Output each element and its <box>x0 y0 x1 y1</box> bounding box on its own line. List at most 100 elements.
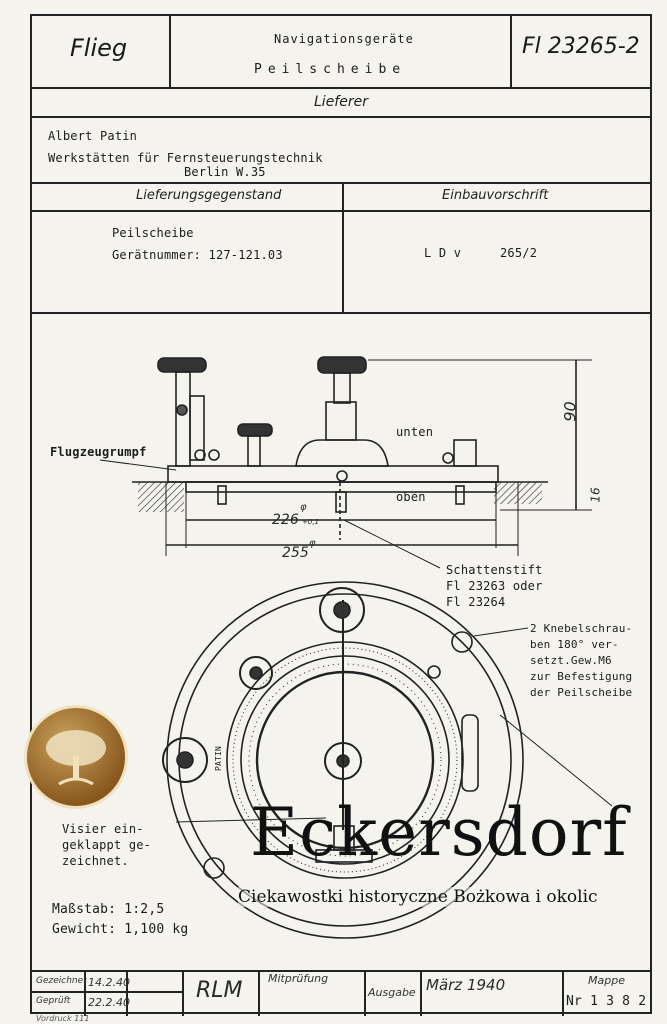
mappe-number: Nr 1 3 8 2 <box>566 994 647 1009</box>
label-unten: unten <box>396 425 434 439</box>
label-oben: oben <box>396 490 426 504</box>
ldv-label: L D v <box>424 246 462 260</box>
rule <box>32 970 650 972</box>
screw <box>194 449 206 461</box>
dim-255: 255 <box>282 545 309 561</box>
column-center <box>333 372 351 404</box>
drawing-sheet: Flieg Navigationsgeräte Peilscheibe Fl 2… <box>30 14 652 1016</box>
category-title: Navigationsgeräte <box>274 32 414 46</box>
shadow-pin <box>335 491 347 513</box>
schattenstift-label: Schattenstift <box>446 563 543 577</box>
foot <box>217 485 227 505</box>
item-name: Peilscheibe <box>112 226 194 240</box>
tree-logo <box>24 705 128 809</box>
ldv-value: 265/2 <box>500 246 538 260</box>
post-left <box>175 371 191 467</box>
supplier-name: Albert Patin <box>48 129 138 143</box>
dial-ring-inner <box>240 655 450 865</box>
supplier-company: Werkstätten für Fernsteuerungstechnik <box>48 151 323 165</box>
rim-knob-left-center <box>249 666 263 680</box>
center-pin <box>336 470 348 482</box>
rule <box>32 182 650 184</box>
dim-226-phi: φ <box>300 502 307 513</box>
gezeichnet-date: 14.2.40 <box>88 976 130 989</box>
knebel-line-4: zur Befestigung <box>530 670 633 683</box>
knebel-line-3: setzt.Gew.M6 <box>530 654 612 667</box>
leader-fuselage <box>99 459 177 471</box>
fuselage-hatch-left <box>138 482 184 512</box>
dial-ring-outer <box>226 641 464 879</box>
rim-knob-far-left <box>162 737 208 783</box>
sight-window <box>255 670 435 850</box>
knebel-line-5: der Peilscheibe <box>530 686 633 699</box>
foot <box>455 485 465 505</box>
rule <box>182 970 184 1016</box>
column-housing <box>325 401 357 441</box>
degree-scale <box>248 663 442 857</box>
dim-16: 16 <box>588 487 603 503</box>
knob-small <box>237 423 273 437</box>
rim-knob-top <box>319 587 365 633</box>
rule <box>32 312 650 314</box>
device-title: Peilscheibe <box>254 62 407 77</box>
screw <box>208 449 220 461</box>
rim-knob-left <box>239 656 273 690</box>
center-dome <box>295 439 389 467</box>
label-fuselage: Flugzeugrumpf <box>50 445 147 459</box>
knob-center <box>317 356 367 374</box>
screw <box>176 404 188 416</box>
right-fitting <box>453 439 477 467</box>
geprueft-date: 22.2.40 <box>88 996 130 1009</box>
rule <box>169 16 171 87</box>
leader-knebel <box>473 627 529 637</box>
rule <box>32 991 182 993</box>
base-plate <box>167 465 499 483</box>
post-small <box>247 435 261 467</box>
knebel-screw-top <box>451 631 473 653</box>
rule <box>32 210 650 212</box>
einbauvorschrift-heading: Einbauvorschrift <box>442 188 549 203</box>
visier-line-1: Visier ein- <box>62 822 144 836</box>
ausgabe-value: März 1940 <box>426 976 506 994</box>
knebel-line-1: 2 Knebelschrau- <box>530 622 633 635</box>
weight-spec: Gewicht: 1,100 kg <box>52 922 189 937</box>
maker-name: Flieg <box>70 34 128 62</box>
scale-spec: Maßstab: 1:2,5 <box>52 902 165 917</box>
form-code: Vordruck 111 <box>36 1014 90 1023</box>
dim-226-tolerance: +0,1 <box>302 518 319 526</box>
leader-schattenstift <box>343 519 441 569</box>
dim-255-phi: φ <box>309 538 316 549</box>
supplier-city: Berlin W.35 <box>184 165 266 179</box>
watermark-title: Eckersdorf <box>250 794 628 871</box>
screw <box>442 452 454 464</box>
visier-line-2: geklappt ge- <box>62 838 152 852</box>
rule <box>420 970 422 1016</box>
knebel-line-2: ben 180° ver- <box>530 638 619 651</box>
geprueft-label: Geprüft <box>36 996 71 1006</box>
tree-icon <box>46 730 106 786</box>
dial-maker-label: PATIN <box>214 745 224 772</box>
visor-base <box>315 849 373 863</box>
plan-view <box>162 581 613 939</box>
rim-knob-top-center <box>333 601 351 619</box>
rule <box>32 116 650 118</box>
visier-line-3: zeichnet. <box>62 854 129 868</box>
under-plate <box>185 481 497 493</box>
rule <box>510 16 512 87</box>
lieferer-heading: Lieferer <box>314 94 368 110</box>
gezeichnet-label: Gezeichnet <box>36 976 87 986</box>
rule <box>84 970 86 1016</box>
schattenstift-part-1: Fl 23263 oder <box>446 579 543 593</box>
level-bubble <box>461 714 479 792</box>
rule <box>126 970 128 1016</box>
dim-90: 90 <box>560 401 580 422</box>
rule <box>258 970 260 1016</box>
watermark-subtitle: Ciekawostki historyczne Bożkowa i okolic <box>238 887 598 907</box>
dim-226: 226 <box>272 512 299 528</box>
knob-left <box>157 357 207 373</box>
rule <box>364 970 366 1016</box>
ausgabe-label: Ausgabe <box>368 986 416 999</box>
outer-ring <box>166 581 524 939</box>
item-number: Gerätnummer: 127-121.03 <box>112 248 283 262</box>
